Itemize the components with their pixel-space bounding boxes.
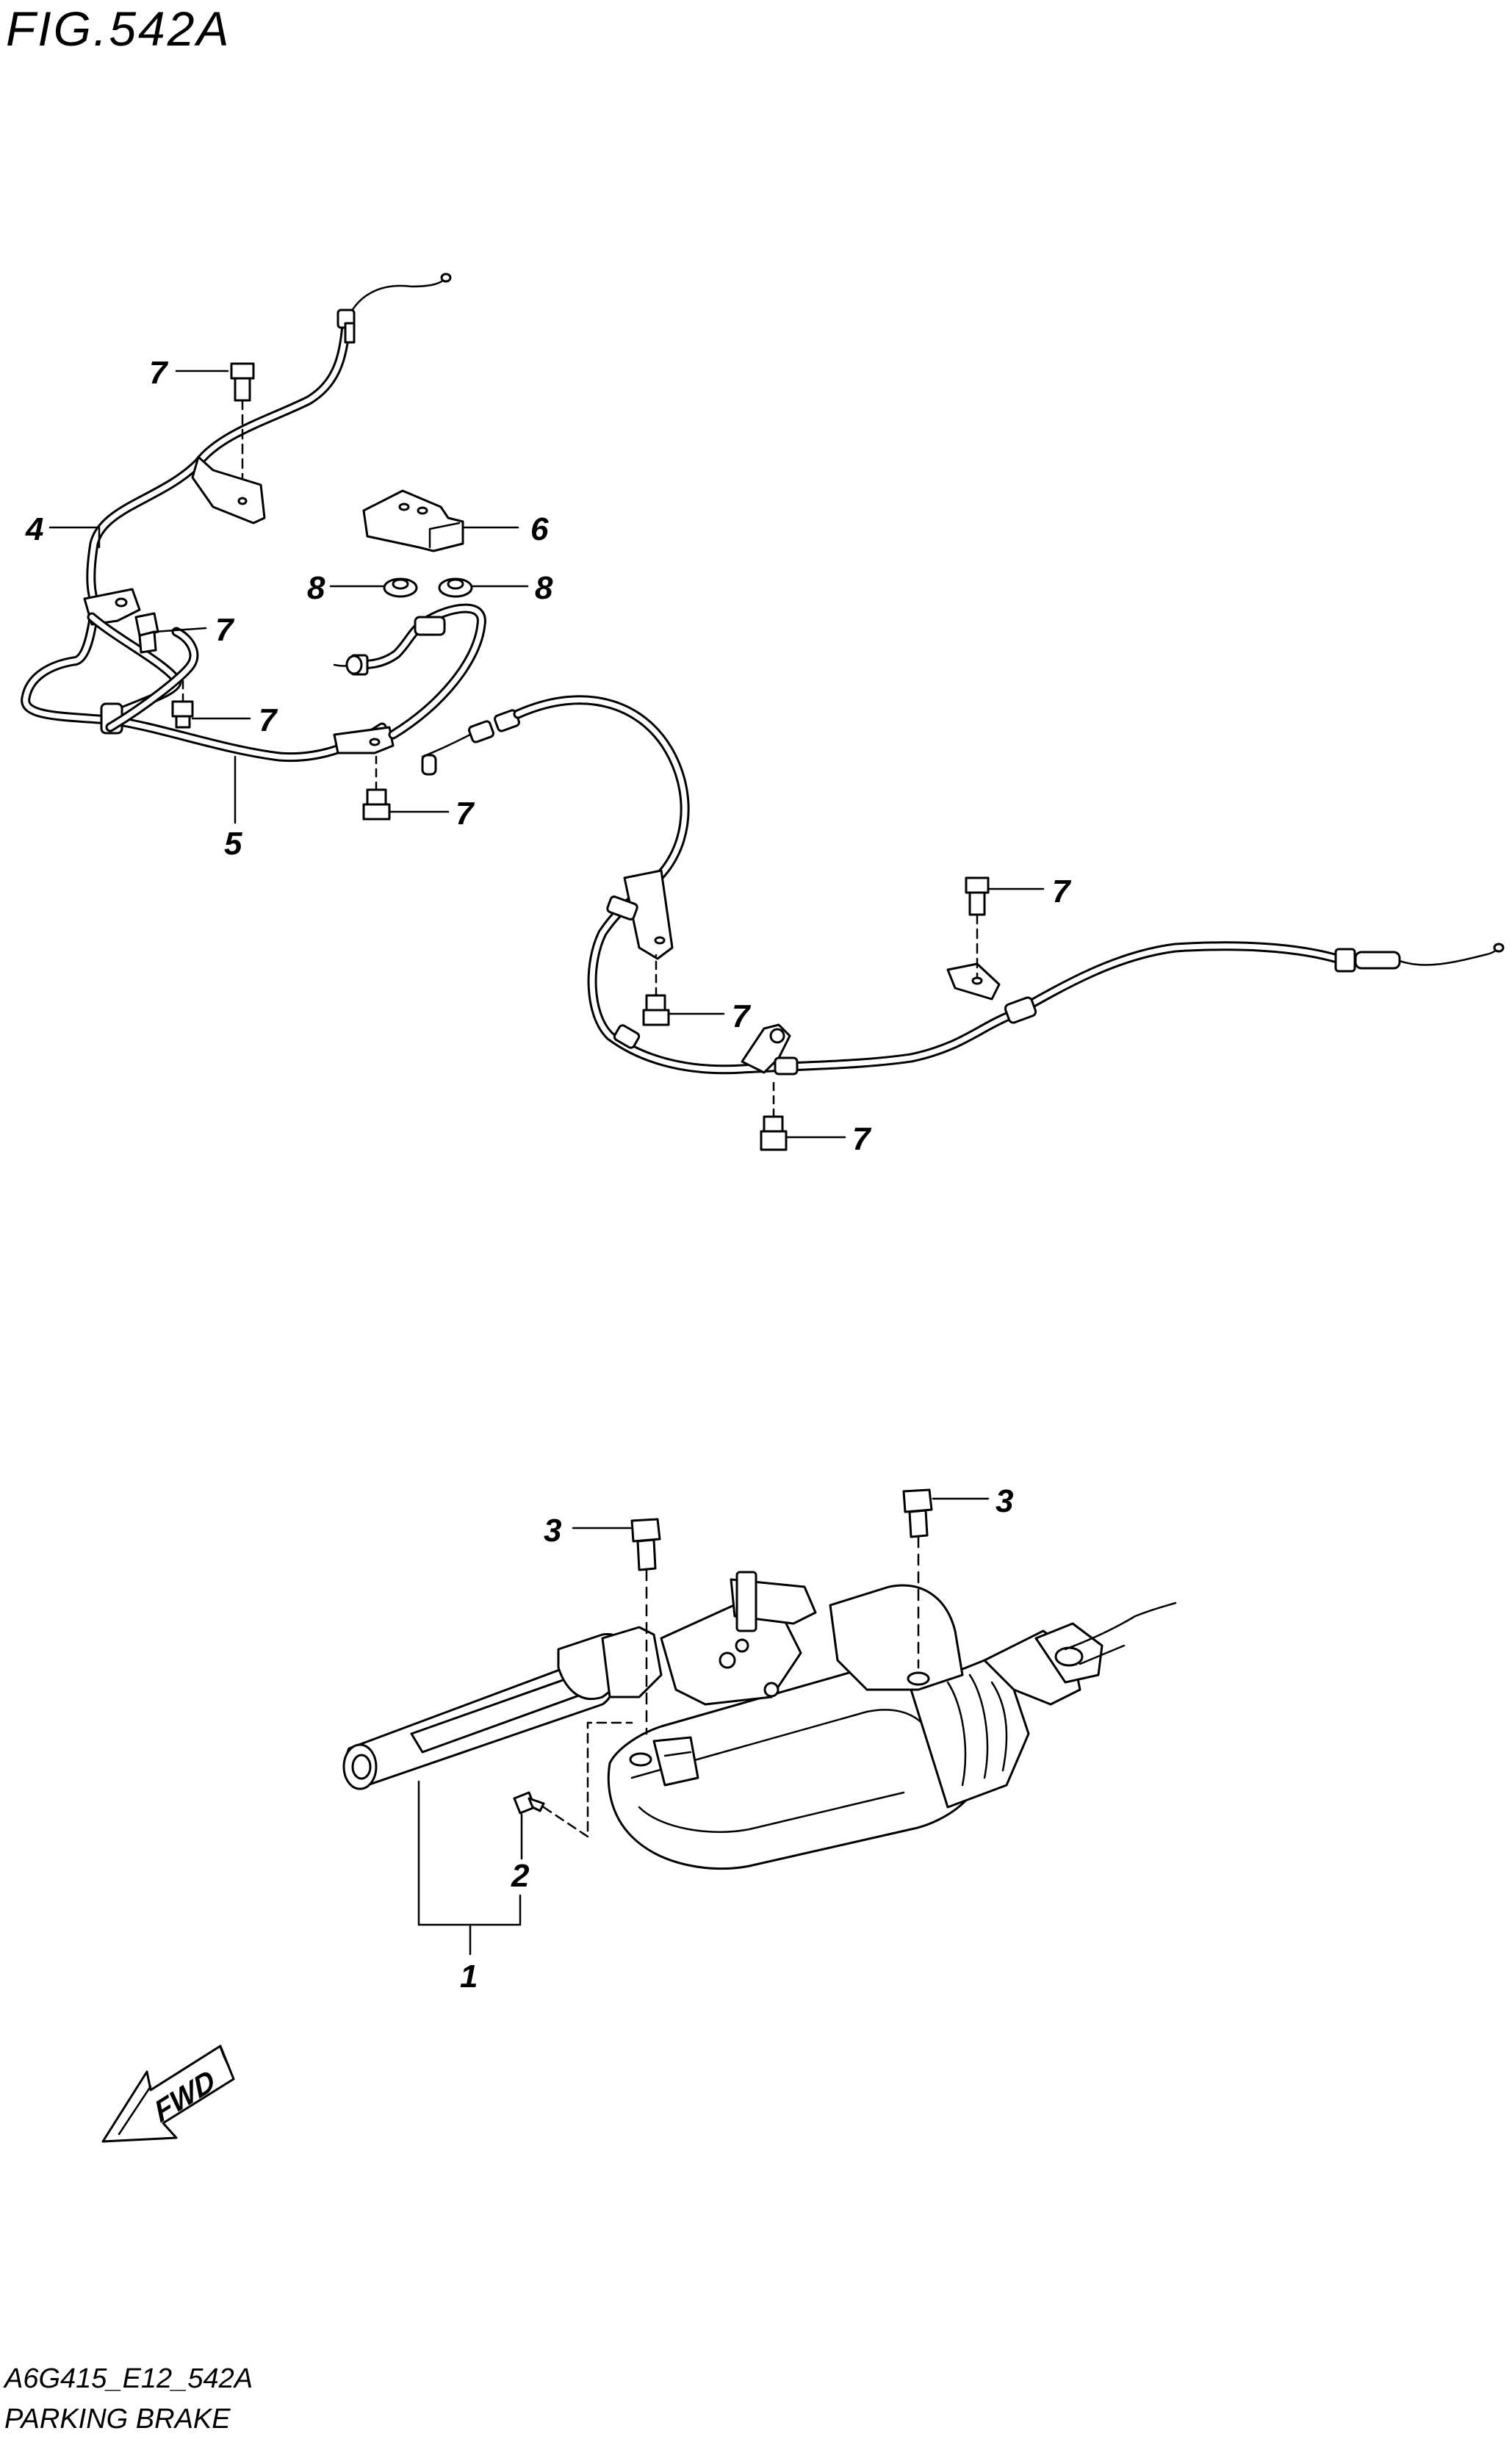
figure-code: A6G415_E12_542A bbox=[3, 2363, 253, 2394]
callout-3: 3 bbox=[996, 1483, 1013, 1519]
callout-7: 7 bbox=[259, 702, 278, 738]
rear-left-cable bbox=[21, 273, 452, 725]
nut-right bbox=[438, 577, 473, 598]
center-cable bbox=[421, 695, 1505, 1076]
bolt-7-c bbox=[171, 674, 194, 729]
callout-7: 7 bbox=[852, 1121, 872, 1157]
callout-7: 7 bbox=[215, 612, 235, 648]
bolt-3-left bbox=[630, 1518, 661, 1735]
callout-7: 7 bbox=[732, 998, 752, 1034]
callout-7: 7 bbox=[1052, 873, 1072, 909]
figure-title: FIG.542A bbox=[6, 1, 231, 56]
callout-2: 2 bbox=[511, 1858, 530, 1894]
callout-labels: 7 4 6 8 8 7 7 5 7 7 7 7 3 3 2 1 bbox=[25, 355, 1072, 1995]
leader-lines bbox=[48, 370, 1045, 1956]
bolt-7-b bbox=[134, 612, 159, 654]
figure-name: PARKING BRAKE bbox=[4, 2404, 231, 2435]
bolt-7-e bbox=[965, 876, 990, 979]
callout-3: 3 bbox=[544, 1513, 561, 1549]
bolt-3-right bbox=[902, 1488, 933, 1669]
callout-7: 7 bbox=[149, 355, 169, 391]
screw-2 bbox=[513, 1721, 633, 1838]
callout-6: 6 bbox=[530, 511, 549, 547]
bolt-7-g bbox=[760, 1078, 788, 1151]
bolt-7-d bbox=[362, 755, 391, 821]
nut-left bbox=[383, 577, 418, 598]
callout-8: 8 bbox=[307, 570, 325, 606]
parking-brake-lever-assembly bbox=[342, 1571, 1177, 1870]
callout-8: 8 bbox=[535, 570, 553, 606]
cable-five bbox=[87, 603, 486, 776]
callout-5: 5 bbox=[224, 826, 242, 862]
forward-direction-arrow: FWD bbox=[101, 2044, 235, 2143]
callout-4: 4 bbox=[25, 511, 43, 547]
bolt-7-f bbox=[642, 954, 670, 1026]
callout-1: 1 bbox=[460, 1959, 478, 1995]
bolt-7-a bbox=[230, 362, 255, 479]
callout-7: 7 bbox=[456, 796, 475, 832]
cable-guard-plate bbox=[362, 489, 464, 552]
